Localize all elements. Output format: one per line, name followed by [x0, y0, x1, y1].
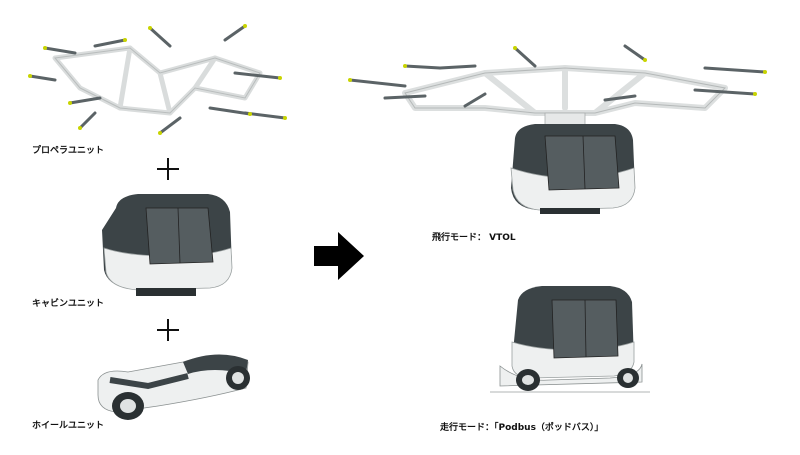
flight-mode-image	[348, 44, 767, 214]
wheel-unit-label: ホイールユニット	[32, 421, 105, 431]
arrow-right-icon	[314, 232, 364, 280]
propeller-unit-image	[28, 24, 287, 135]
propeller-unit-label: プロペラユニット	[32, 146, 105, 156]
wheel-unit-image	[97, 354, 250, 420]
flight-mode-label: 飛行モード： VTOL	[432, 233, 516, 243]
drive-mode-image	[490, 286, 650, 393]
cabin-unit-label: キャビンユニット	[32, 299, 105, 309]
plus-icon	[157, 158, 179, 180]
cabin-unit-image	[102, 194, 233, 296]
drive-mode-label: 走行モード：「Podbus（ポッドバス）」	[440, 423, 604, 433]
plus-icon	[157, 319, 179, 341]
